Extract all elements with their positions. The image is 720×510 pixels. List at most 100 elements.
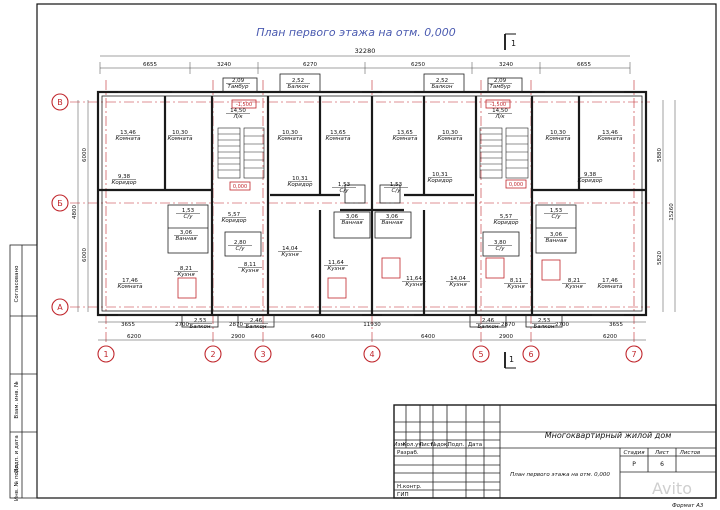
svg-text:2700: 2700 [175,322,189,328]
room-area-k6: 14,04 [450,276,466,282]
room-area-lk2: 14,50 [492,108,508,114]
svg-text:-1,500: -1,500 [490,102,506,108]
room-area-r6: 10,30 [442,130,458,136]
svg-text:2: 2 [210,350,215,359]
room-area-bath4: 3,06 [386,214,399,220]
room-name-r2: Комната [168,136,194,142]
title-block: Изм. Кол.уч. Лист №док. Подп. Дата Разра… [393,404,717,499]
left-stamp: Согласовано Взам. инв. № Подп. и дата Ин… [9,244,38,501]
room-name-cor4: Коридор [578,178,604,184]
svg-text:6655: 6655 [577,62,591,68]
room-name-su3: С/у [340,188,350,194]
room-area-cor6: 5,57 [500,214,513,220]
svg-text:1: 1 [509,355,514,364]
room-name-su2: С/у [552,214,562,220]
room-name-k1: Кухня [177,272,195,278]
axis-bubble-5: 5 [472,345,490,363]
svg-text:2870: 2870 [229,322,243,328]
room-area-su6: 3,80 [494,240,507,246]
room-name-tamb2: Тамбур [489,84,511,90]
room-name-cor5: Коридор [222,218,248,224]
svg-text:32280: 32280 [355,47,376,55]
svg-text:3240: 3240 [217,62,231,68]
room-area-cor3: 10,31 [432,172,448,178]
svg-text:6: 6 [528,350,533,359]
room-name-su1: С/у [184,214,194,220]
room-area-r5: 13,65 [397,130,413,136]
svg-text:Листов: Листов [679,450,701,456]
room-name-k6: Кухня [449,282,467,288]
room-name-su5: С/у [236,246,246,252]
left-dimensions: 6000 6000 4800 [72,100,89,312]
room-name-bath4: Ванная [381,220,403,226]
room-area-cor2: 10,31 [292,176,308,182]
room-area-r2: 10,30 [172,130,188,136]
room-name-su6: С/у [496,246,506,252]
room-name-r7: Комната [546,136,572,142]
svg-text:6000: 6000 [82,148,88,162]
svg-text:0,000: 0,000 [509,182,523,188]
svg-text:0,000: 0,000 [233,184,247,190]
svg-text:Р: Р [632,461,636,468]
svg-text:6: 6 [660,461,664,468]
svg-text:Н.контр.: Н.контр. [397,484,422,490]
svg-text:6400: 6400 [311,334,325,340]
staircase-left [217,127,265,179]
room-name-k2: Кухня [241,268,259,274]
room-name-r3: Комната [278,136,304,142]
svg-text:6655: 6655 [143,62,157,68]
room-name-balc3: Балкон [190,324,211,330]
svg-text:Дата: Дата [468,442,482,448]
format-label: Формат А3 [672,503,704,509]
room-name-lk2: Л/к [494,114,505,120]
svg-text:4: 4 [369,350,374,359]
svg-text:6000: 6000 [82,248,88,262]
room-area-k1: 8,21 [180,266,192,272]
room-area-r4: 13,65 [330,130,346,136]
room-area-tamb2: 2,09 [494,78,507,84]
svg-text:1: 1 [511,39,516,48]
room-area-r10: 17,46 [602,278,618,284]
axis-bubble-2: 2 [204,345,222,363]
svg-text:3655: 3655 [121,322,135,328]
room-area-balc2: 2,52 [436,78,448,84]
room-name-r4: Комната [326,136,352,142]
svg-text:Согласовано: Согласовано [14,265,20,303]
svg-text:Взам. инв. №: Взам. инв. № [14,381,20,419]
room-area-su5: 2,80 [234,240,247,246]
svg-text:3240: 3240 [499,62,513,68]
top-dimensions: 6655 3240 6270 6250 3240 6655 [99,62,631,74]
svg-text:Кол.уч.: Кол.уч. [403,442,424,448]
room-area-su1: 1,53 [182,208,195,214]
room-name-k5: Кухня [405,282,423,288]
axis-bubble-B: Б [51,194,69,212]
room-name-r8: Комната [598,136,624,142]
room-name-su4: С/у [392,188,402,194]
room-name-lk1: Л/к [232,114,243,120]
room-name-r5: Комната [393,136,419,142]
overall-dimension: 32280 [100,47,630,57]
svg-text:5880: 5880 [657,148,663,162]
room-area-cor1: 9,38 [118,174,131,180]
room-area-su3: 1,53 [338,182,351,188]
room-area-k5: 11,64 [406,276,422,282]
room-name-balc4: Балкон [246,324,267,330]
right-dimensions: 5880 5820 15260 [657,100,676,312]
svg-text:11930: 11930 [363,322,381,328]
room-area-tamb1: 2,09 [232,78,245,84]
svg-text:15260: 15260 [669,203,675,221]
svg-text:6200: 6200 [127,334,141,340]
svg-text:3: 3 [260,350,265,359]
svg-text:2900: 2900 [231,334,245,340]
room-name-balc6: Балкон [534,324,555,330]
svg-text:-1,500: -1,500 [236,102,252,108]
room-name-balc1: Балкон [288,84,309,90]
svg-text:Стадия: Стадия [623,450,645,456]
room-name-cor1: Коридор [112,180,138,186]
svg-text:В: В [57,98,63,107]
sheet-frame [36,3,717,499]
svg-text:Многоквартирный жилой дом: Многоквартирный жилой дом [545,431,672,440]
staircase-right [479,127,529,179]
room-area-r3: 10,30 [282,130,298,136]
svg-text:3655: 3655 [609,322,623,328]
